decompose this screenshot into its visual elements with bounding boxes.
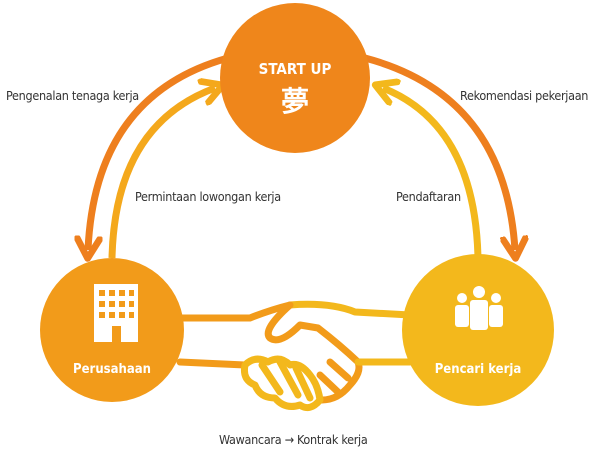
arrow-outer-left bbox=[88, 54, 229, 250]
label-job-recommendation: Rekomendasi pekerjaan bbox=[460, 88, 589, 103]
label-worker-introduction: Pengenalan tenaga kerja bbox=[6, 88, 139, 103]
handshake-icon bbox=[176, 300, 414, 412]
label-registration: Pendaftaran bbox=[396, 189, 461, 204]
arrow-inner-right bbox=[383, 88, 482, 259]
company-label: Perusahaan bbox=[73, 362, 151, 377]
startup-title: START UP bbox=[258, 60, 332, 78]
dream-kanji: 夢 bbox=[280, 85, 309, 118]
building-icon bbox=[94, 284, 138, 342]
people-icon bbox=[455, 286, 503, 330]
arrow-outer-right bbox=[364, 54, 515, 250]
arrow-inner-left bbox=[108, 88, 215, 259]
startup-circle bbox=[220, 3, 370, 153]
label-interview-contract: Wawancara → Kontrak kerja bbox=[219, 432, 368, 447]
label-vacancy-request: Permintaan lowongan kerja bbox=[135, 189, 281, 204]
jobseeker-label: Pencari kerja bbox=[434, 362, 522, 377]
